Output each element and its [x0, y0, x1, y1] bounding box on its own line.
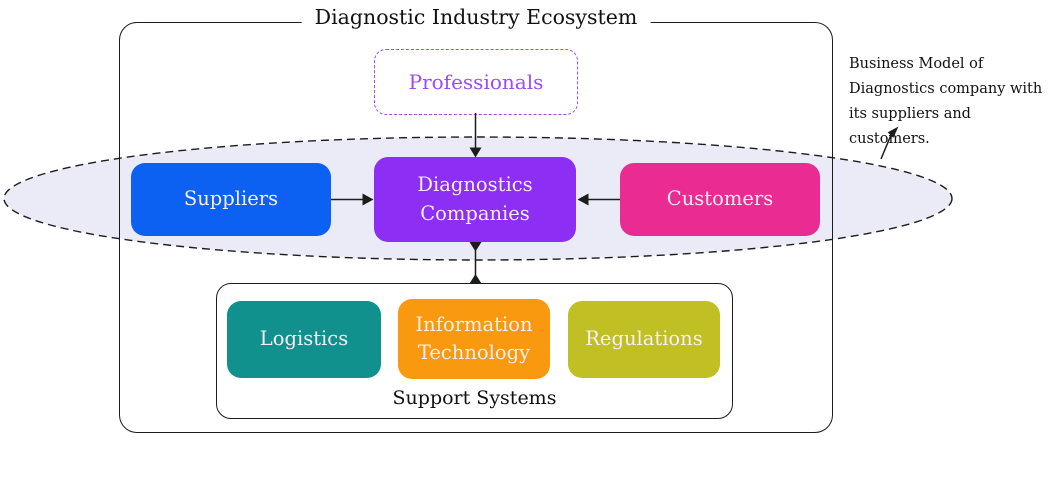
annotation-note: Business Model of Diagnostics company wi… [849, 52, 1048, 152]
node-regulations-label: Regulations [585, 327, 703, 351]
support-systems-group: Logistics Information Technology Regulat… [216, 283, 733, 419]
node-suppliers: Suppliers [131, 163, 331, 236]
node-suppliers-label: Suppliers [183, 187, 279, 211]
diagram-title: Diagnostic Industry Ecosystem [301, 5, 651, 29]
node-regulations: Regulations [568, 301, 720, 378]
node-information-technology: Information Technology [398, 299, 550, 379]
annotation-line-1: Business Model of [849, 56, 984, 72]
node-customers-label: Customers [666, 187, 774, 211]
node-professionals-label: Professionals [408, 69, 544, 94]
annotation-line-2: Diagnostics company with [849, 81, 1043, 97]
node-diagnostics-companies: Diagnostics Companies [374, 157, 576, 242]
annotation-line-3: its suppliers and customers. [849, 106, 971, 147]
node-professionals: Professionals [374, 49, 578, 115]
node-information-technology-label: Information Technology [415, 312, 533, 364]
node-diagnostics-companies-label: Diagnostics Companies [417, 173, 533, 225]
support-systems-label: Support Systems [392, 387, 557, 409]
node-customers: Customers [620, 163, 820, 236]
node-logistics-label: Logistics [259, 327, 349, 351]
node-logistics: Logistics [227, 301, 381, 378]
